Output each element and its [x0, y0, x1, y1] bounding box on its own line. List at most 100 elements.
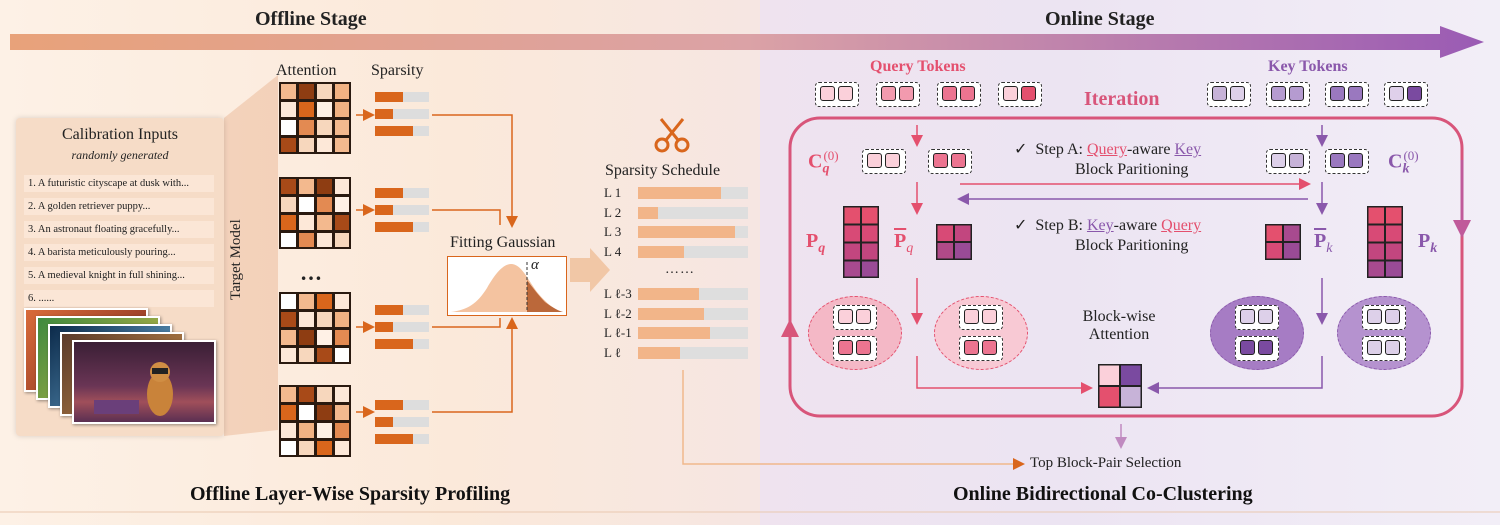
schedule-layer-label: L ℓ-3 [604, 286, 632, 301]
schedule-top: L 1 L 2 L 3 L 4 [604, 184, 754, 262]
pk-bar-matrix [1265, 224, 1301, 260]
attention-matrix [279, 292, 351, 364]
pk-label: Pk [1418, 230, 1438, 256]
cat-icon [94, 362, 173, 416]
key-token [1325, 82, 1369, 107]
schedule-title: Sparsity Schedule [605, 162, 721, 179]
schedule-row: L ℓ-3 [604, 285, 754, 305]
schedule-layer-label: L ℓ-1 [604, 325, 632, 340]
schedule-bar-fill [638, 187, 721, 199]
pq-matrix [843, 206, 879, 278]
block-attention-matrix [1098, 364, 1142, 408]
prompt-item: 5. A medieval knight in full shining... [24, 267, 214, 284]
schedule-bar-track [638, 187, 748, 199]
query-token [998, 82, 1042, 107]
schedule-layer-label: L ℓ [604, 344, 621, 360]
schedule-bar-track [638, 327, 748, 339]
key-token [1362, 336, 1406, 361]
key-token [1266, 82, 1310, 107]
schedule-bar-fill [638, 245, 685, 258]
key-token [1384, 82, 1428, 107]
ck-label: Ck(0) [1388, 148, 1419, 177]
attention-label: Attention [276, 62, 337, 79]
stage-arrow [10, 26, 1484, 58]
sparsity-bars [375, 305, 429, 349]
pq-bar-label: Pq [894, 230, 914, 256]
prompt-item: 1. A futuristic cityscape at dusk with..… [24, 175, 214, 192]
key-token [1207, 82, 1251, 107]
schedule-row: L ℓ-2 [604, 305, 754, 325]
key-cluster [1266, 149, 1310, 174]
pk-bar-label: Pk [1314, 230, 1333, 256]
schedule-layer-label: L 3 [604, 224, 622, 239]
query-token [833, 336, 877, 361]
prompt-item: 3. An astronaut floating gracefully... [24, 221, 214, 238]
schedule-row: L ℓ-1 [604, 324, 754, 344]
query-token [959, 336, 1003, 361]
pk-matrix [1367, 206, 1403, 278]
schedule-row: L 2 [604, 204, 754, 224]
schedule-layer-label: L ℓ-2 [604, 305, 632, 321]
schedule-layer-label: L 1 [604, 185, 622, 200]
calibration-subtitle: randomly generated [71, 148, 169, 162]
attention-matrix [279, 82, 351, 154]
gaussian-plot [447, 256, 567, 316]
query-token [937, 82, 981, 107]
sparsity-bars [375, 188, 429, 232]
sparsity-label: Sparsity [371, 62, 424, 79]
schedule-dots: …… [665, 262, 695, 277]
offline-stage-title: Offline Stage [255, 8, 367, 30]
cq-label: Cq(0) [808, 148, 839, 177]
attention-matrix [279, 177, 351, 249]
offline-footer-title: Offline Layer-Wise Sparsity Profiling [190, 483, 511, 505]
schedule-layer-label: L 4 [604, 243, 622, 259]
query-token [876, 82, 920, 107]
prompt-item: 2. A golden retriever puppy... [24, 198, 214, 215]
query-cluster [928, 149, 972, 174]
schedule-row: L 1 [604, 184, 754, 204]
schedule-bar-fill [638, 226, 735, 238]
schedule-bar-fill [638, 346, 680, 359]
schedule-bar-fill [638, 307, 704, 320]
schedule-row: L ℓ [604, 344, 754, 364]
schedule-bar-track [638, 206, 748, 219]
step-a-line2: Block Paritioning [1075, 161, 1189, 178]
schedule-layer-label: L 2 [604, 204, 622, 220]
query-token [959, 305, 1003, 330]
schedule-bar-fill [638, 206, 658, 219]
key-token [1235, 305, 1279, 330]
schedule-row: L 3 [604, 223, 754, 243]
key-token [1362, 305, 1406, 330]
schedule-row: L 4 [604, 243, 754, 263]
top-selection-label: Top Block-Pair Selection [1030, 455, 1182, 471]
prompt-item: 4. A barista meticulously pouring... [24, 244, 214, 261]
query-token [815, 82, 859, 107]
key-cluster [1325, 149, 1369, 174]
online-stage-title: Online Stage [1045, 8, 1155, 30]
query-tokens-label: Query Tokens [870, 58, 966, 75]
calibration-title: Calibration Inputs [62, 126, 178, 143]
attention-matrix [279, 385, 351, 457]
key-token [1235, 336, 1279, 361]
target-model-label: Target Model [228, 219, 244, 300]
schedule-bar-fill [638, 288, 699, 300]
schedule-bar-fill [638, 327, 710, 339]
matrix-ellipsis: … [300, 260, 322, 285]
schedule-bar-track [638, 226, 748, 238]
sparsity-bars [375, 92, 429, 136]
scissors-icon [654, 118, 690, 153]
alpha-symbol: α [531, 257, 539, 273]
pq-label: Pq [806, 230, 826, 256]
schedule-bar-track [638, 307, 748, 320]
prompt-item: 6. ...... [24, 290, 214, 307]
query-token [833, 305, 877, 330]
schedule-bar-track [638, 288, 748, 300]
step-b-line2: Block Paritioning [1075, 237, 1189, 254]
iteration-label: Iteration [1084, 88, 1160, 110]
schedule-bar-track [638, 245, 748, 258]
step-a-text: ✓ Step A: Query-aware Key [1014, 141, 1202, 158]
schedule-bottom: L ℓ-3 L ℓ-2 L ℓ-1 L ℓ [604, 285, 754, 363]
schedule-bar-track [638, 346, 748, 359]
pq-bar-matrix [936, 224, 972, 260]
